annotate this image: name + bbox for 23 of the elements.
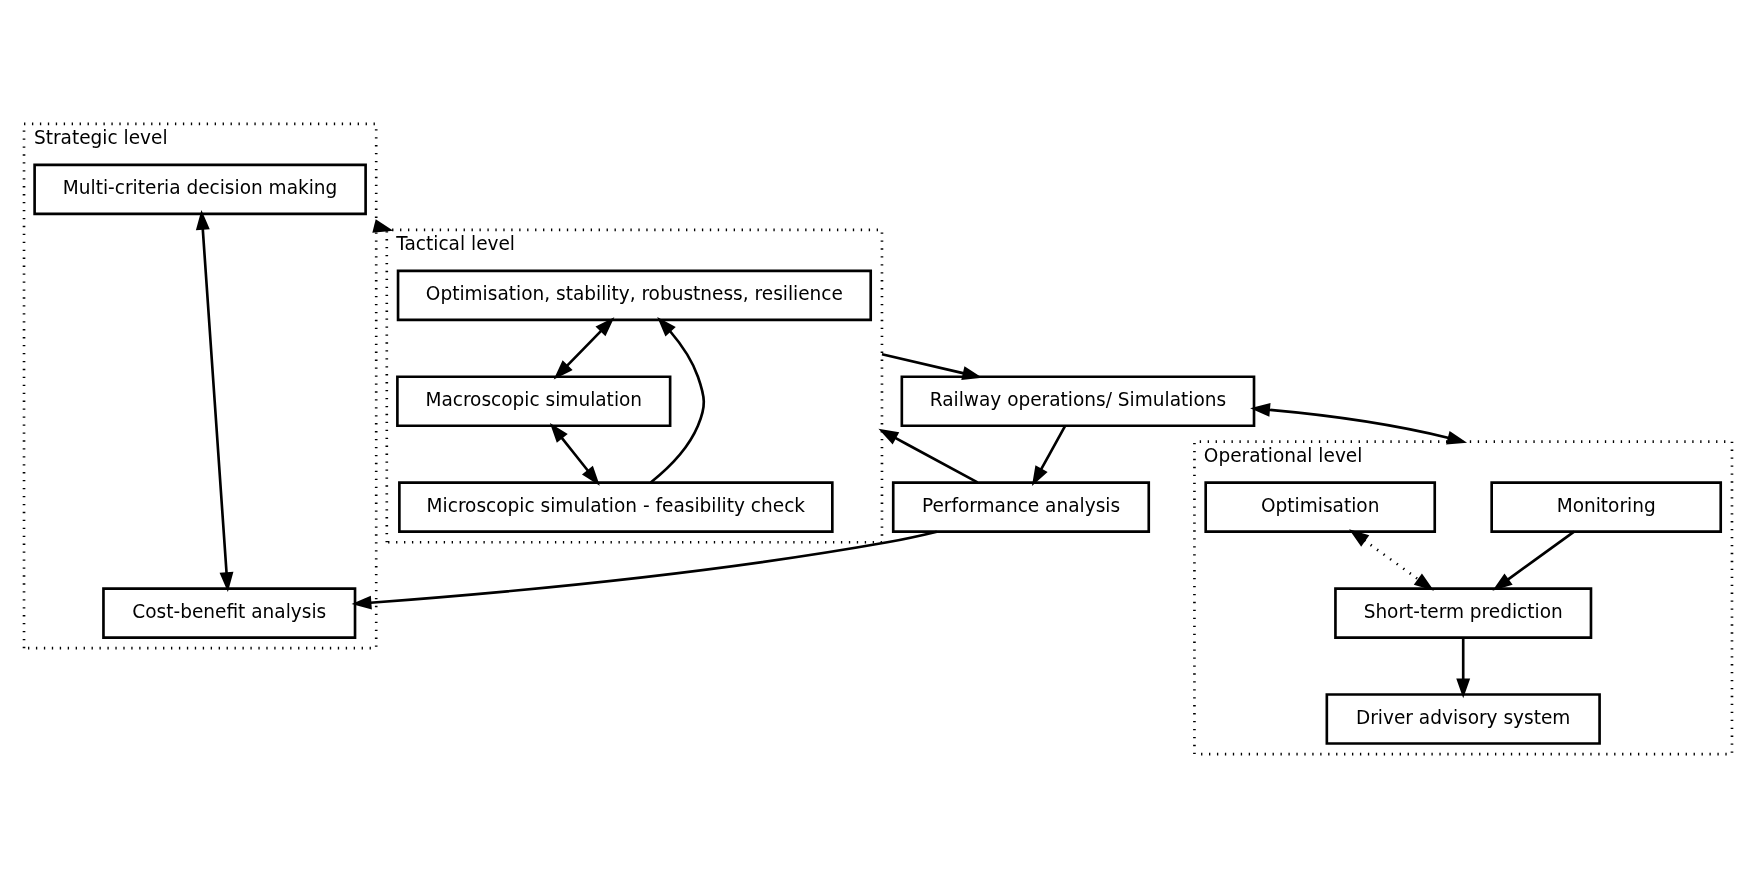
arrow <box>195 209 234 592</box>
arrow <box>881 352 983 380</box>
node-box: Optimisation <box>1204 480 1437 533</box>
arrow <box>549 422 600 486</box>
arrow <box>351 529 938 610</box>
node-box: Railway operations/ Simulations <box>900 374 1256 427</box>
node-box: Microscopic simulation - feasibility check <box>398 480 834 533</box>
node-box: Cost-benefit analysis <box>102 586 357 639</box>
node-box: Optimisation, stability, robustness, resilience <box>396 269 873 321</box>
node-box: Multi-criteria decision making <box>33 163 367 215</box>
arrow <box>553 316 615 379</box>
node-box: Macroscopic simulation <box>396 374 672 427</box>
arrow <box>1349 528 1434 591</box>
arrow <box>878 428 979 484</box>
node-box: Monitoring <box>1490 480 1723 533</box>
node-box: Short-term prediction <box>1334 586 1593 639</box>
arrow <box>1456 637 1471 698</box>
node-box: Performance analysis <box>891 480 1151 533</box>
arrow <box>1492 530 1575 591</box>
arrow <box>1250 402 1468 444</box>
arrow <box>649 316 706 483</box>
node-box: Driver advisory system <box>1325 692 1601 745</box>
arrow <box>1031 424 1067 486</box>
